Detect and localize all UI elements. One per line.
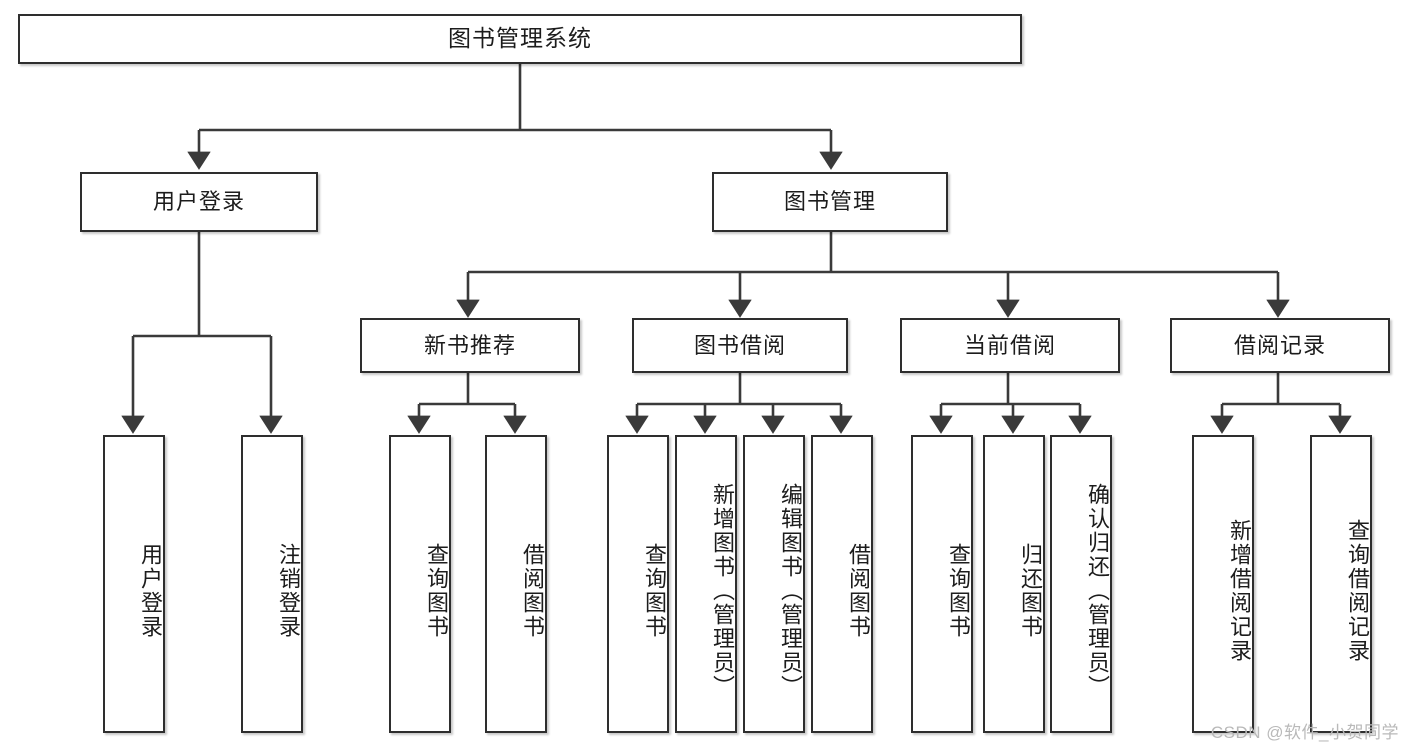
node-book-management[interactable]: 图书管理 [712, 172, 948, 232]
leaf-edit-book-admin[interactable]: 编辑图书（管理员） [743, 435, 805, 733]
node-label: 新增借阅记录 [1227, 519, 1252, 663]
node-label: 编辑图书（管理员） [778, 483, 803, 699]
node-label: 新书推荐 [423, 332, 516, 358]
leaf-query-book-1[interactable]: 查询图书 [389, 435, 451, 733]
node-borrow-record[interactable]: 借阅记录 [1170, 318, 1390, 373]
node-label: 归还图书 [1018, 543, 1043, 639]
leaf-borrow-book-2[interactable]: 借阅图书 [811, 435, 873, 733]
node-label: 图书管理 [783, 189, 876, 215]
node-root-system[interactable]: 图书管理系统 [18, 14, 1022, 64]
node-label: 借阅记录 [1233, 332, 1326, 358]
node-current-borrow[interactable]: 当前借阅 [900, 318, 1120, 373]
node-label: 借阅图书 [520, 543, 545, 639]
node-user-login[interactable]: 用户登录 [80, 172, 318, 232]
node-label: 查询图书 [946, 543, 971, 639]
leaf-user-login[interactable]: 用户登录 [103, 435, 165, 733]
leaf-borrow-book-1[interactable]: 借阅图书 [485, 435, 547, 733]
leaf-query-borrow-record[interactable]: 查询借阅记录 [1310, 435, 1372, 733]
leaf-confirm-return-admin[interactable]: 确认归还（管理员） [1050, 435, 1112, 733]
node-label: 图书管理系统 [448, 25, 592, 52]
node-label: 查询图书 [642, 543, 667, 639]
leaf-add-borrow-record[interactable]: 新增借阅记录 [1192, 435, 1254, 733]
node-label: 用户登录 [152, 189, 245, 215]
node-label: 新增图书（管理员） [710, 483, 735, 699]
node-label: 借阅图书 [846, 543, 871, 639]
leaf-query-book-3[interactable]: 查询图书 [911, 435, 973, 733]
node-label: 查询借阅记录 [1345, 519, 1370, 663]
node-label: 图书借阅 [693, 332, 786, 358]
leaf-query-book-2[interactable]: 查询图书 [607, 435, 669, 733]
leaf-add-book-admin[interactable]: 新增图书（管理员） [675, 435, 737, 733]
node-label: 当前借阅 [963, 332, 1056, 358]
node-label: 注销登录 [276, 543, 301, 639]
node-book-borrow[interactable]: 图书借阅 [632, 318, 848, 373]
node-label: 用户登录 [138, 543, 163, 639]
node-label: 查询图书 [424, 543, 449, 639]
node-label: 确认归还（管理员） [1085, 483, 1110, 699]
leaf-return-book[interactable]: 归还图书 [983, 435, 1045, 733]
leaf-logout-login[interactable]: 注销登录 [241, 435, 303, 733]
node-new-book-recommend[interactable]: 新书推荐 [360, 318, 580, 373]
watermark-text: CSDN @软件_小贺同学 [1210, 723, 1399, 742]
